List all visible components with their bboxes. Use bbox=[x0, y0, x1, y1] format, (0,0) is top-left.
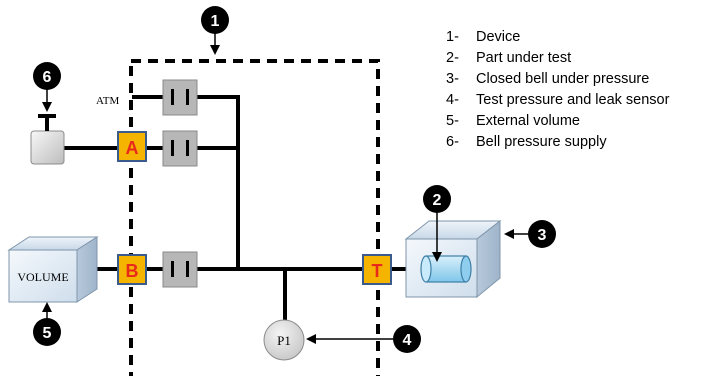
legend-item: 5- External volume bbox=[446, 111, 698, 132]
legend-number: 1- bbox=[446, 29, 459, 45]
valve-atm bbox=[162, 79, 198, 116]
port-t-letter: T bbox=[372, 261, 383, 281]
legend-number: 4- bbox=[446, 92, 459, 108]
port-a-letter: A bbox=[126, 138, 139, 158]
callout-5: 5 bbox=[33, 318, 61, 346]
legend-text: Closed bell under pressure bbox=[476, 71, 650, 87]
legend-number: 3- bbox=[446, 71, 459, 87]
legend-number: 6- bbox=[446, 134, 459, 150]
sensor-label: P1 bbox=[277, 333, 291, 348]
atm-label: ATM bbox=[96, 95, 119, 107]
valve-b bbox=[162, 251, 198, 288]
svg-text:1: 1 bbox=[211, 13, 220, 30]
svg-text:5: 5 bbox=[43, 325, 52, 342]
callout-1: 1 bbox=[201, 6, 229, 34]
legend-number: 2- bbox=[446, 50, 459, 66]
legend-item: 2- Part under test bbox=[446, 48, 698, 69]
svg-text:6: 6 bbox=[43, 69, 52, 86]
legend-item: 6- Bell pressure supply bbox=[446, 132, 698, 153]
callout-arrows bbox=[42, 33, 528, 344]
svg-text:2: 2 bbox=[433, 192, 442, 209]
pipes bbox=[61, 95, 408, 322]
callout-2: 2 bbox=[423, 185, 451, 213]
device-boundary bbox=[129, 59, 380, 376]
legend-text: Device bbox=[476, 29, 521, 45]
svg-text:4: 4 bbox=[403, 332, 412, 349]
legend-item: 3- Closed bell under pressure bbox=[446, 69, 698, 90]
volume-label: VOLUME bbox=[17, 270, 68, 284]
valve-a bbox=[162, 130, 198, 167]
pressure-sensor: P1 bbox=[263, 319, 305, 361]
svg-text:3: 3 bbox=[538, 227, 547, 244]
legend-number: 5- bbox=[446, 113, 459, 129]
callout-4: 4 bbox=[393, 325, 421, 353]
port-t: T bbox=[362, 254, 392, 285]
legend-text: External volume bbox=[476, 113, 580, 129]
legend-text: Bell pressure supply bbox=[476, 134, 607, 150]
bell-pressure-supply bbox=[30, 114, 65, 165]
port-a: A bbox=[117, 131, 147, 162]
legend-item: 4- Test pressure and leak sensor bbox=[446, 90, 698, 111]
part-under-test bbox=[420, 255, 472, 283]
external-volume-box: VOLUME bbox=[7, 236, 99, 303]
port-b: B bbox=[117, 254, 147, 285]
closed-bell bbox=[404, 219, 502, 299]
legend-item: 1- Device bbox=[446, 27, 698, 48]
legend-text: Part under test bbox=[476, 50, 572, 66]
legend: 1- Device 2- Part under test 3- Closed bell… bbox=[446, 27, 698, 153]
callout-3: 3 bbox=[528, 220, 556, 248]
port-b-letter: B bbox=[126, 261, 139, 281]
callout-6: 6 bbox=[33, 62, 61, 90]
legend-text: Test pressure and leak sensor bbox=[476, 92, 670, 108]
